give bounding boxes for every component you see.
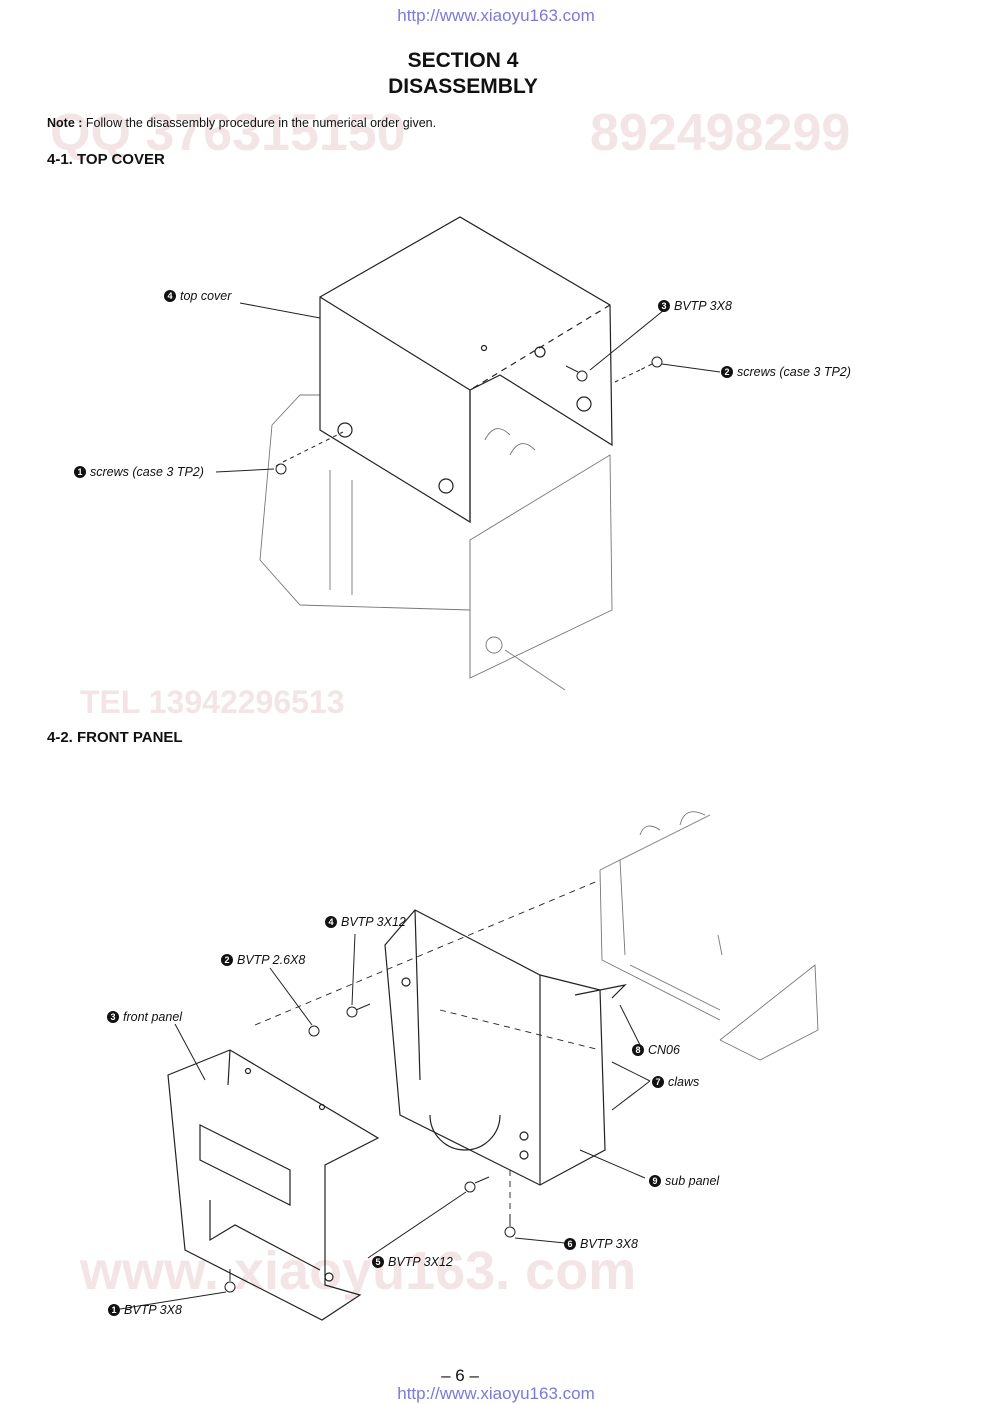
- heading-top-cover: 4-1. TOP COVER: [47, 151, 165, 168]
- top-cover-drawing: [319, 216, 613, 524]
- callout-top-cover: 4 top cover: [164, 289, 231, 303]
- callout-text: top cover: [180, 289, 232, 303]
- sub-panel-drawing: [384, 909, 627, 1186]
- footer-url[interactable]: http://www.xiaoyu163.com: [397, 1384, 595, 1403]
- callout-bvtp-3x8-bottom: 1 BVTP 3X8: [108, 1303, 182, 1317]
- callout-number: 7: [652, 1076, 664, 1088]
- callout-text: screws (case 3 TP2): [90, 465, 204, 479]
- callout-text: BVTP 3X8: [674, 299, 732, 313]
- callout-number: 6: [564, 1238, 576, 1250]
- callout-number: 4: [164, 290, 176, 302]
- front-panel-drawing: [167, 1049, 380, 1321]
- callout-text: screws (case 3 TP2): [737, 365, 851, 379]
- screws-top: [215, 302, 721, 475]
- note-text: Follow the disassembly procedure in the …: [85, 116, 437, 130]
- callout-cn06: 8 CN06: [632, 1043, 680, 1057]
- callout-text: BVTP 3X8: [580, 1237, 638, 1251]
- watermark-number: 892498299: [590, 104, 851, 162]
- callout-text: BVTP 3X12: [341, 915, 406, 929]
- callout-bvtp-3x8-lower: 6 BVTP 3X8: [564, 1237, 638, 1251]
- callout-text: CN06: [648, 1043, 680, 1057]
- chassis-drawing: [259, 394, 613, 691]
- heading-front-panel: 4-2. FRONT PANEL: [47, 729, 183, 746]
- callout-sub-panel: 9 sub panel: [649, 1174, 719, 1188]
- header-url[interactable]: http://www.xiaoyu163.com: [397, 6, 595, 25]
- callout-claws: 7 claws: [652, 1075, 699, 1089]
- callout-number: 3: [107, 1011, 119, 1023]
- callout-number: 3: [658, 300, 670, 312]
- watermark-tel: TEL 13942296513: [80, 684, 345, 720]
- watermark-site: www. xiaoyu163. com: [80, 1241, 637, 1301]
- callout-text: BVTP 3X8: [124, 1303, 182, 1317]
- note: Note : Follow the disassembly procedure …: [47, 116, 436, 130]
- callout-front-panel: 3 front panel: [107, 1010, 182, 1024]
- guide-lines: [254, 879, 601, 1215]
- callout-bvtp-2-6x8: 2 BVTP 2.6X8: [221, 953, 305, 967]
- callout-number: 9: [649, 1175, 661, 1187]
- screws-front: [119, 933, 651, 1310]
- callout-number: 8: [632, 1044, 644, 1056]
- callout-number: 5: [372, 1256, 384, 1268]
- callout-number: 1: [74, 466, 86, 478]
- section-number: SECTION 4: [407, 49, 519, 72]
- callout-number: 2: [721, 366, 733, 378]
- callout-number: 2: [221, 954, 233, 966]
- callout-text: front panel: [123, 1010, 183, 1024]
- watermark-qq: QQ 376315150: [50, 104, 406, 162]
- callout-text: sub panel: [665, 1174, 720, 1188]
- chassis-rear: [599, 811, 819, 1061]
- callout-number: 1: [108, 1304, 120, 1316]
- callout-screws-left: 1 screws (case 3 TP2): [74, 465, 204, 479]
- callout-screws-right: 2 screws (case 3 TP2): [721, 365, 851, 379]
- callout-bvtp-3x12-lower: 5 BVTP 3X12: [372, 1255, 453, 1269]
- section-title: DISASSEMBLY: [388, 75, 538, 98]
- page-number: – 6 –: [441, 1366, 479, 1385]
- callout-text: BVTP 3X12: [388, 1255, 453, 1269]
- callout-text: claws: [668, 1075, 700, 1089]
- callout-text: BVTP 2.6X8: [237, 953, 306, 967]
- callout-bvtp-3x12-upper: 4 BVTP 3X12: [325, 915, 406, 929]
- callout-bvtp-3x8-top: 3 BVTP 3X8: [658, 299, 732, 313]
- note-label: Note :: [47, 116, 83, 130]
- callout-number: 4: [325, 916, 337, 928]
